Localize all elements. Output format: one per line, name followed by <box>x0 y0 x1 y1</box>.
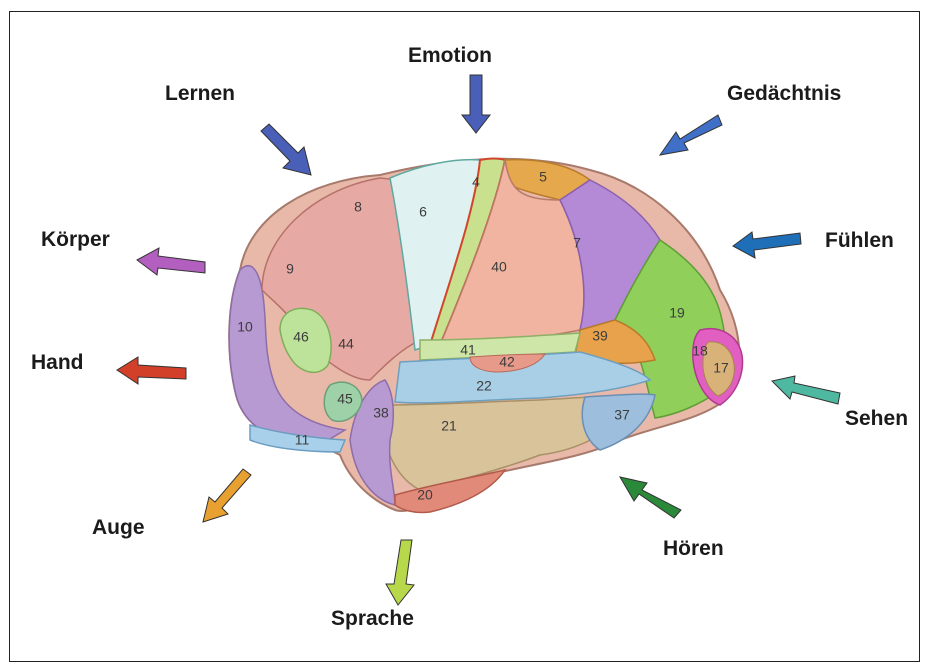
label-sprache: Sprache <box>331 607 414 631</box>
label-hand: Hand <box>31 351 84 375</box>
area-number: 17 <box>713 360 729 376</box>
area-number: 8 <box>354 199 362 215</box>
label-auge: Auge <box>92 516 145 540</box>
area-number: 7 <box>573 235 581 251</box>
area-number: 9 <box>286 261 294 277</box>
area-number: 41 <box>460 342 476 358</box>
area-number: 4 <box>472 174 480 190</box>
sprache-arrow <box>386 540 414 605</box>
label-hoeren: Hören <box>663 537 724 561</box>
area-number: 22 <box>476 378 492 394</box>
area-number: 10 <box>237 319 253 335</box>
label-emotion: Emotion <box>408 44 492 68</box>
area-number: 45 <box>337 391 353 407</box>
area-number: 19 <box>669 305 685 321</box>
area-number: 11 <box>295 432 310 448</box>
label-koerper: Körper <box>41 228 110 252</box>
area-number: 38 <box>373 405 389 421</box>
area-number: 40 <box>491 259 507 275</box>
area-number: 6 <box>419 204 427 220</box>
label-fuehlen: Fühlen <box>825 229 894 253</box>
area-number: 42 <box>499 354 515 370</box>
area-number: 20 <box>417 487 433 503</box>
fuehlen-arrow <box>733 232 801 258</box>
hoeren-arrow <box>620 477 681 518</box>
label-gedaechtnis: Gedächtnis <box>727 82 841 106</box>
area-number: 44 <box>338 336 354 352</box>
area-number: 46 <box>293 329 309 345</box>
sehen-arrow <box>772 376 840 404</box>
label-lernen: Lernen <box>165 82 235 106</box>
emotion-arrow <box>462 75 490 133</box>
label-sehen: Sehen <box>845 407 908 431</box>
area-number: 39 <box>592 328 608 344</box>
hand-arrow <box>117 357 186 384</box>
area-number: 18 <box>692 343 708 359</box>
area-number: 5 <box>539 169 547 185</box>
auge-arrow <box>203 469 251 522</box>
gedaechtnis-arrow <box>660 115 722 155</box>
area-number: 37 <box>614 407 630 423</box>
lernen-arrow <box>261 124 311 175</box>
area-number: 21 <box>441 418 457 434</box>
koerper-arrow <box>137 248 205 275</box>
